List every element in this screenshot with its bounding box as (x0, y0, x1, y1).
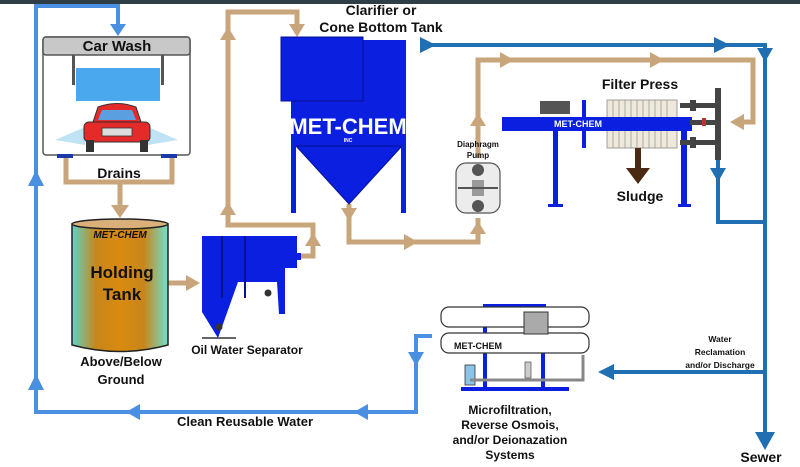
arrow-left-icon (354, 404, 368, 420)
arrow-up-icon (470, 113, 486, 126)
arrow-down-icon (710, 168, 726, 182)
arrow-right-icon (714, 37, 730, 53)
arrow-left-icon (730, 114, 744, 130)
sludge-label: Sludge (617, 188, 664, 204)
arrow-down-icon (755, 432, 775, 450)
met-chem-logo: MET-CHEM (454, 341, 502, 351)
arrow-right-icon (404, 234, 418, 250)
arrow-right-icon (186, 275, 200, 291)
met-chem-logo: MET-CHEM (554, 119, 602, 129)
arrow-down-icon (341, 208, 357, 221)
clarifier-label: Clarifier or (346, 2, 417, 18)
clarifier-label-2: Cone Bottom Tank (319, 19, 443, 35)
clean-water-pipe (34, 4, 432, 414)
car-wash-label: Car Wash (83, 38, 152, 55)
reclamation-label: Water (708, 334, 732, 344)
filter-press-label: Filter Press (602, 76, 678, 92)
drain-icon (161, 154, 177, 158)
clarifier-tank: MET-CHEM INC (280, 36, 407, 213)
arrow-left-icon (598, 364, 614, 380)
sewer-label: Sewer (740, 449, 782, 465)
treatment-label-2: Reverse Osmois, (461, 418, 558, 432)
treatment-label-4: Systems (485, 448, 535, 462)
treatment-label: Microfiltration, (468, 403, 551, 417)
brush-icon (76, 68, 160, 101)
top-bar (0, 0, 800, 4)
met-chem-inc: INC (344, 138, 353, 144)
diaphragm-pump-label-2: Pump (467, 151, 489, 160)
valve-manifold (680, 88, 721, 160)
arrow-up-icon (305, 233, 321, 246)
arrow-up-icon (220, 202, 236, 215)
reclamation-label-2: Reclamation (695, 347, 746, 357)
diaphragm-pump-label: Diaphragm (457, 140, 499, 149)
holding-tank: MET-CHEM Holding Tank (71, 218, 169, 353)
oil-water-separator (202, 236, 301, 339)
sludge-arrow-icon (626, 148, 650, 184)
arrow-up-icon (28, 374, 44, 390)
clean-water-label: Clean Reusable Water (177, 414, 313, 429)
treatment-system: MET-CHEM (440, 304, 590, 391)
drains-label: Drains (97, 165, 141, 181)
arrow-up-icon (28, 170, 44, 186)
above-below-label: Above/Below (80, 354, 163, 369)
arrow-up-icon (220, 27, 236, 40)
arrow-right-icon (420, 37, 436, 53)
arrow-down-icon (289, 24, 305, 37)
met-chem-logo: MET-CHEM (289, 114, 406, 139)
arrow-left-icon (126, 404, 140, 420)
met-chem-logo: MET-CHEM (93, 230, 147, 241)
car-wash: Car Wash (42, 36, 191, 158)
arrow-right-icon (500, 52, 514, 68)
treatment-label-3: and/or Deionazation (453, 433, 568, 447)
diaphragm-pump-icon (455, 162, 501, 214)
arrow-down-icon (408, 352, 424, 366)
car-icon (83, 103, 151, 152)
arrow-down-icon (757, 48, 773, 62)
oil-water-separator-label: Oil Water Separator (191, 343, 303, 357)
clean-water-arrows (28, 24, 424, 420)
holding-tank-label: Holding (90, 263, 153, 282)
arrow-right-icon (650, 52, 664, 68)
process-arrows (111, 24, 744, 291)
discharge-arrows (420, 37, 775, 450)
ground-label: Ground (98, 372, 145, 387)
arrow-up-icon (470, 221, 486, 234)
filter-press: MET-CHEM (502, 88, 721, 207)
arrow-down-icon (111, 205, 129, 218)
holding-tank-label-2: Tank (103, 285, 142, 304)
arrow-down-icon (110, 24, 126, 36)
drain-icon (57, 154, 73, 158)
reclamation-label-3: and/or Discharge (685, 360, 755, 370)
